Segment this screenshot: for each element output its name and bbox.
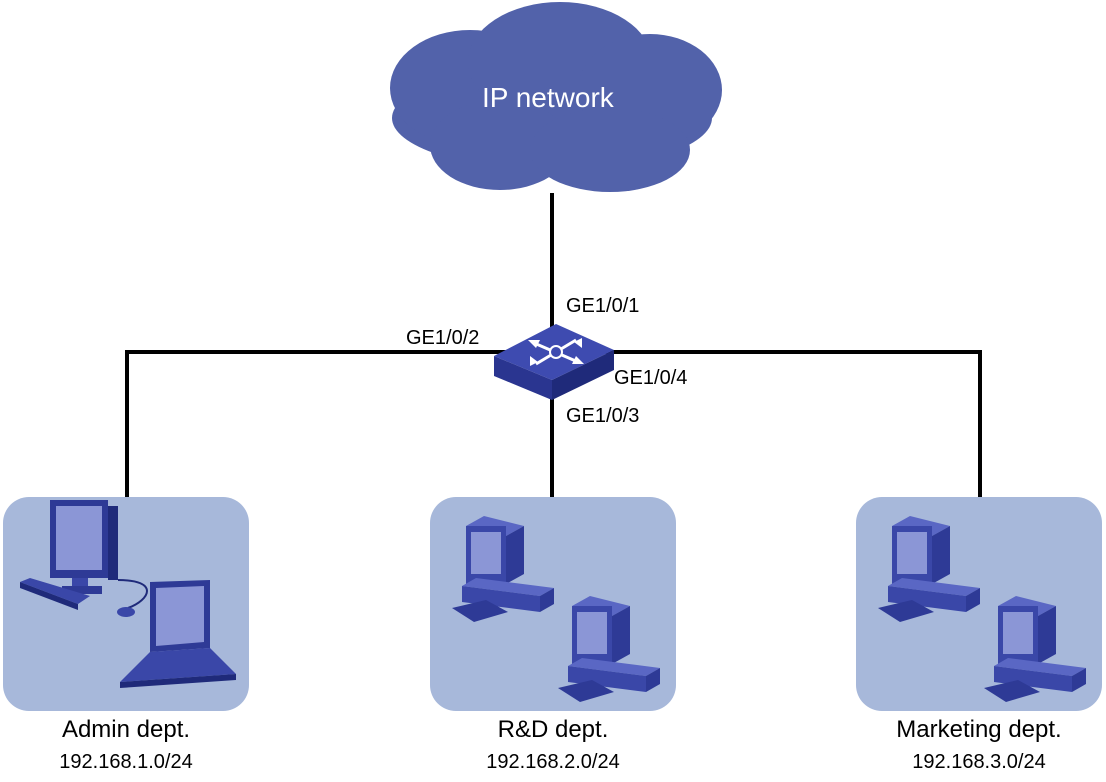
port-label-rnd: GE1/0/3 [566, 405, 640, 427]
port-label-marketing: GE1/0/4 [614, 367, 688, 389]
ip-network-cloud [390, 2, 722, 192]
port-label-admin: GE1/0/2 [406, 327, 480, 349]
rnd-dept-name: R&D dept. [497, 716, 609, 743]
marketing-dept-name: Marketing dept. [896, 716, 1062, 743]
network-links [125, 193, 982, 497]
rnd-dept-subnet: 192.168.2.0/24 [486, 751, 620, 773]
admin-link-line [125, 350, 512, 497]
switch-icon [494, 324, 614, 400]
marketing-dept-subnet: 192.168.3.0/24 [912, 751, 1046, 773]
admin-dept-subnet: 192.168.1.0/24 [59, 751, 193, 773]
admin-dept-name: Admin dept. [61, 716, 191, 743]
port-label-uplink: GE1/0/1 [566, 295, 640, 317]
marketing-link-line [600, 350, 982, 497]
cloud-label: IP network [482, 82, 614, 113]
